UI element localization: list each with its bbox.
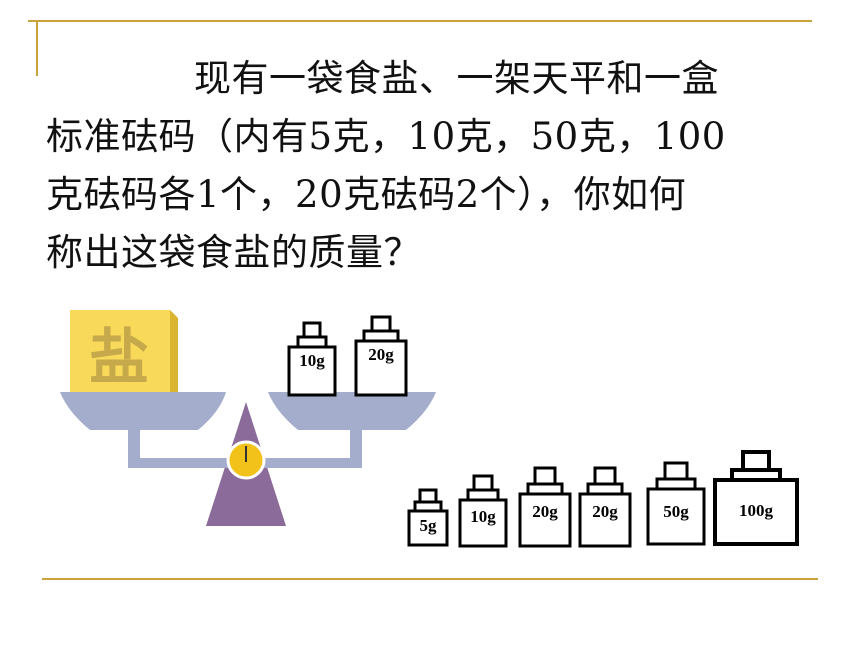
top-rule (28, 20, 812, 22)
question-line-4: 称出这袋食盐的质量？ (46, 231, 421, 274)
weight-label: 5g (420, 516, 438, 535)
weight-set: 5g 10g 20g 20g 50g 100g (407, 450, 799, 548)
salt-bag: 盐 (70, 310, 178, 394)
weight-label: 20g (532, 502, 558, 521)
weight-20g: 20g (578, 466, 632, 548)
weight-label: 10g (470, 507, 496, 526)
weight-10g: 10g (287, 321, 337, 397)
weight-label: 100g (739, 501, 774, 520)
balance-beam (128, 428, 362, 468)
weight-20g: 20g (354, 315, 408, 397)
weight-100g: 100g (713, 450, 799, 546)
weight-label: 20g (368, 345, 394, 364)
weight-10g: 10g (458, 474, 508, 548)
question-line-3: 克砝码各1个，20克砝码2个），你如何 (46, 173, 687, 216)
right-pan (268, 392, 436, 430)
bottom-rule (42, 578, 818, 580)
weight-5g: 5g (407, 488, 449, 547)
question-line-2: 标准砝码（内有5克，10克，50克，100 (46, 115, 726, 158)
question-line-1: 现有一袋食盐、一架天平和一盒 (194, 57, 719, 100)
salt-bag-label: 盐 (89, 323, 149, 393)
weight-50g: 50g (646, 461, 706, 546)
weight-label: 20g (592, 502, 618, 521)
weight-label: 10g (299, 351, 325, 370)
left-rule (36, 20, 38, 76)
weight-label: 50g (663, 502, 689, 521)
left-pan (60, 392, 226, 430)
balance-dial (226, 440, 266, 480)
question-text: 现有一袋食盐、一架天平和一盒 标准砝码（内有5克，10克，50克，100 克砝码… (46, 50, 836, 282)
weight-20g: 20g (518, 466, 572, 548)
pan-weights: 10g 20g (287, 315, 408, 397)
